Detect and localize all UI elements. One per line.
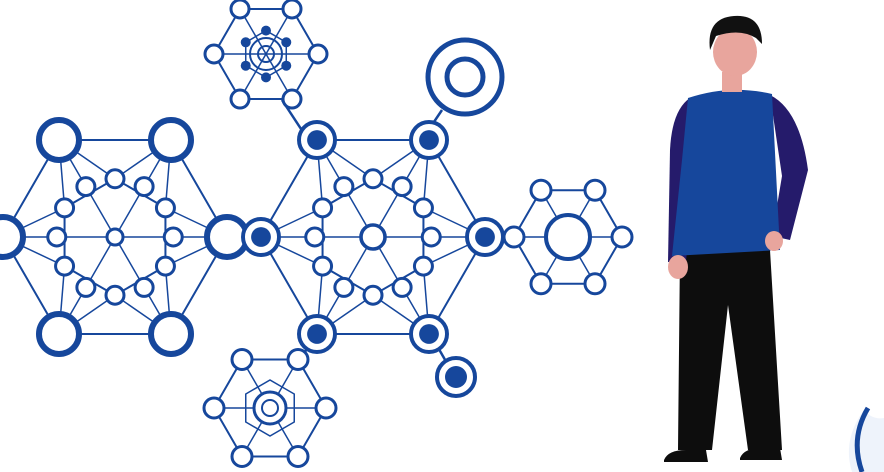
network-node [304, 226, 326, 248]
network-node [154, 255, 176, 277]
network-node-core [251, 227, 271, 247]
network-node [133, 276, 155, 298]
network-node [54, 255, 76, 277]
pants [678, 250, 782, 450]
network-node [312, 197, 334, 219]
network-node [391, 276, 413, 298]
network-node-core [307, 130, 327, 150]
network-node-core [475, 227, 495, 247]
network-node [583, 272, 607, 296]
network-node-core [419, 130, 439, 150]
network-hex [245, 379, 295, 437]
network-node [162, 226, 184, 248]
network-node [312, 255, 334, 277]
network-node [281, 60, 292, 71]
network-node [230, 348, 254, 372]
network-node [104, 284, 126, 306]
network-node [75, 176, 97, 198]
network-node-core [445, 366, 467, 388]
hair [709, 15, 762, 50]
right-sleeve [770, 95, 808, 240]
network-node [412, 255, 434, 277]
network-node [281, 88, 303, 110]
network-node [610, 225, 634, 249]
network-node [359, 223, 387, 251]
leaf-stroke [854, 406, 871, 472]
network-node [240, 37, 251, 48]
network-node [362, 284, 384, 306]
network-node [362, 168, 384, 190]
network-node [252, 390, 288, 426]
network-diagram [0, 0, 634, 468]
corner-leaf-icon [848, 406, 884, 472]
network-node [307, 43, 329, 65]
network-node [314, 396, 338, 420]
network-node [229, 88, 251, 110]
network-node [281, 37, 292, 48]
network-node [261, 72, 271, 83]
network-node [133, 176, 155, 198]
network-node [333, 176, 355, 198]
network-node [46, 226, 68, 248]
left-hand [668, 255, 688, 279]
network-node [544, 213, 592, 261]
network-node [148, 117, 194, 164]
network-node [333, 276, 355, 298]
network-node-core [419, 324, 439, 344]
network-node [154, 197, 176, 219]
network-node [203, 43, 225, 65]
network-node [502, 225, 526, 249]
network-node [257, 45, 275, 63]
network-node [148, 310, 194, 357]
leaf-shape [848, 410, 884, 472]
shirt [672, 89, 780, 256]
network-node [261, 25, 271, 36]
network-node-core [307, 324, 327, 344]
network-node [36, 117, 82, 164]
network-node [204, 214, 250, 260]
right-shoe [740, 448, 782, 460]
neck [722, 72, 742, 92]
network-node [229, 0, 251, 20]
network-node [249, 37, 283, 71]
network-node [412, 197, 434, 219]
left-shoe [664, 450, 708, 462]
network-node [105, 227, 125, 247]
network-node [104, 168, 126, 190]
network-node [286, 444, 310, 468]
network-node [36, 310, 82, 357]
network-node [529, 272, 553, 296]
standing-person [664, 15, 808, 462]
network-node [75, 276, 97, 298]
network-node [261, 399, 279, 417]
network-node [202, 396, 226, 420]
network-node [420, 226, 442, 248]
network-node [286, 348, 310, 372]
network-node [391, 176, 413, 198]
network-node [230, 444, 254, 468]
network-node [0, 214, 26, 260]
network-node [281, 0, 303, 20]
network-node [54, 197, 76, 219]
head [713, 28, 757, 76]
network-node [240, 60, 251, 71]
network-node [444, 56, 486, 98]
network-node [529, 178, 553, 202]
right-hand [765, 231, 783, 251]
network-node [583, 178, 607, 202]
